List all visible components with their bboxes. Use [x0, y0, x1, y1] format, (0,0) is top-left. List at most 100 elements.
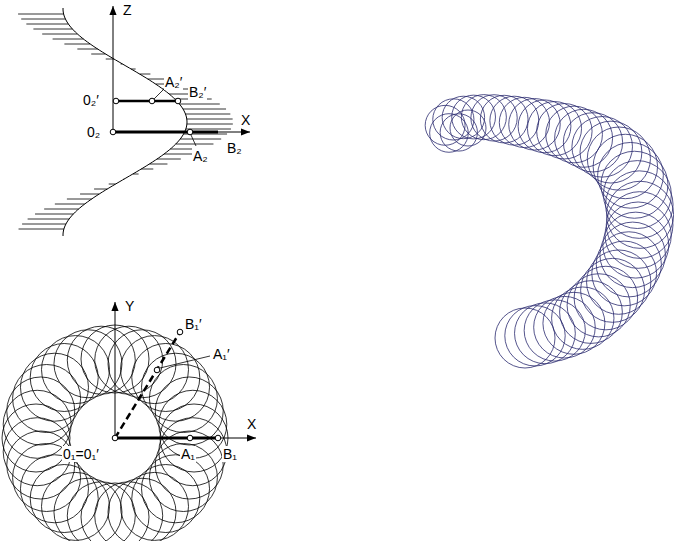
circle-spiral [425, 95, 673, 368]
x-axis [113, 132, 250, 133]
ring-circle [3, 418, 71, 486]
hatch-line [77, 49, 97, 50]
point-marker [149, 98, 155, 104]
spiral-circle [433, 99, 474, 140]
hatch-line [140, 74, 151, 75]
segment [115, 332, 180, 438]
x-axis [115, 438, 256, 439]
point-label: A₁′ [212, 346, 231, 362]
axes [110, 6, 256, 441]
segment [116, 100, 178, 103]
point-label: 0₁=0₁′ [62, 446, 100, 462]
ring-circle [108, 478, 176, 541]
hatch-line [148, 79, 165, 80]
axis-label: X [240, 112, 251, 128]
spiral-circle [574, 266, 638, 330]
point-label: A₁ [180, 446, 196, 462]
point-label: 0₂ [86, 124, 101, 140]
ring-circle [142, 455, 210, 523]
spiral-circle [490, 96, 539, 145]
spiral-circle [450, 110, 486, 146]
hatch-line [164, 154, 193, 155]
hatch-line [19, 229, 64, 230]
spiral-circle [537, 104, 592, 159]
hatch-line [26, 24, 68, 25]
spiral-circle [430, 114, 469, 153]
spiral-circle [592, 241, 657, 306]
ring-circle [20, 353, 88, 421]
point-label: A₂ [192, 148, 209, 164]
point-label: 0₂′ [82, 92, 100, 108]
hatch-line [21, 19, 65, 20]
point-marker [113, 98, 119, 104]
hatch-line [157, 159, 181, 160]
point-label: A₂′ [164, 74, 183, 90]
point-label: B₂′ [188, 84, 207, 100]
hatch-line [94, 189, 107, 190]
axis-label: Z [122, 2, 133, 18]
spiral-circle [580, 121, 642, 183]
point-marker [175, 98, 181, 104]
ring-circle [67, 482, 135, 541]
hatch-line [80, 194, 99, 195]
hatch-line [55, 204, 85, 205]
ring-circle [95, 482, 163, 541]
segment [115, 437, 218, 440]
hatch-line [91, 54, 105, 55]
point-marker [187, 435, 193, 441]
spiral-circle [499, 97, 549, 147]
point-marker [177, 329, 183, 335]
hatch-line [187, 124, 233, 125]
hatch-line [18, 14, 64, 15]
ring-circle [54, 478, 122, 541]
ring-circle [155, 431, 223, 499]
point-marker [154, 367, 160, 373]
hatch-line [64, 44, 90, 45]
point-marker [215, 435, 221, 441]
hatch-line [183, 109, 226, 110]
hatch-line [141, 169, 153, 170]
hatch-line [44, 209, 78, 210]
ring-circle [30, 465, 98, 533]
point-marker [110, 129, 116, 135]
segment [113, 131, 218, 134]
hatch-line [33, 29, 72, 30]
ring-circle [7, 377, 75, 445]
axis-label: Y [124, 298, 135, 314]
hatch-line [186, 129, 231, 130]
hatch-line [42, 34, 77, 35]
point-marker [187, 129, 193, 135]
point-label: B₁ [222, 446, 238, 462]
leader-line [191, 135, 196, 146]
leader-line [154, 90, 163, 99]
spiral-circle [527, 102, 581, 156]
helicoid-hatching [18, 8, 233, 236]
ring-circle [132, 343, 200, 411]
point-marker [112, 435, 118, 441]
hatch-line [185, 114, 230, 115]
z-axis [113, 6, 114, 132]
hatch-line [35, 214, 73, 215]
hatch-line [180, 139, 221, 140]
hatch-line [149, 164, 167, 165]
helix-curve [63, 8, 187, 236]
ring-circle [2, 404, 70, 472]
ring-circle [7, 431, 75, 499]
point-label: B₁′ [184, 316, 203, 332]
ring-circle [155, 377, 223, 445]
ring-circle [67, 326, 135, 394]
spiral-circle [546, 106, 603, 163]
spiral-circle [480, 95, 528, 143]
point-label: B₂ [226, 140, 243, 156]
hatch-line [187, 119, 233, 120]
leader-line [160, 356, 210, 368]
axis-label: X [246, 416, 257, 432]
hatch-line [22, 224, 66, 225]
ring-circle [149, 365, 217, 433]
hatch-line [67, 199, 92, 200]
hatch-line [53, 39, 84, 40]
hatch-line [28, 219, 69, 220]
y-axis [115, 302, 116, 438]
